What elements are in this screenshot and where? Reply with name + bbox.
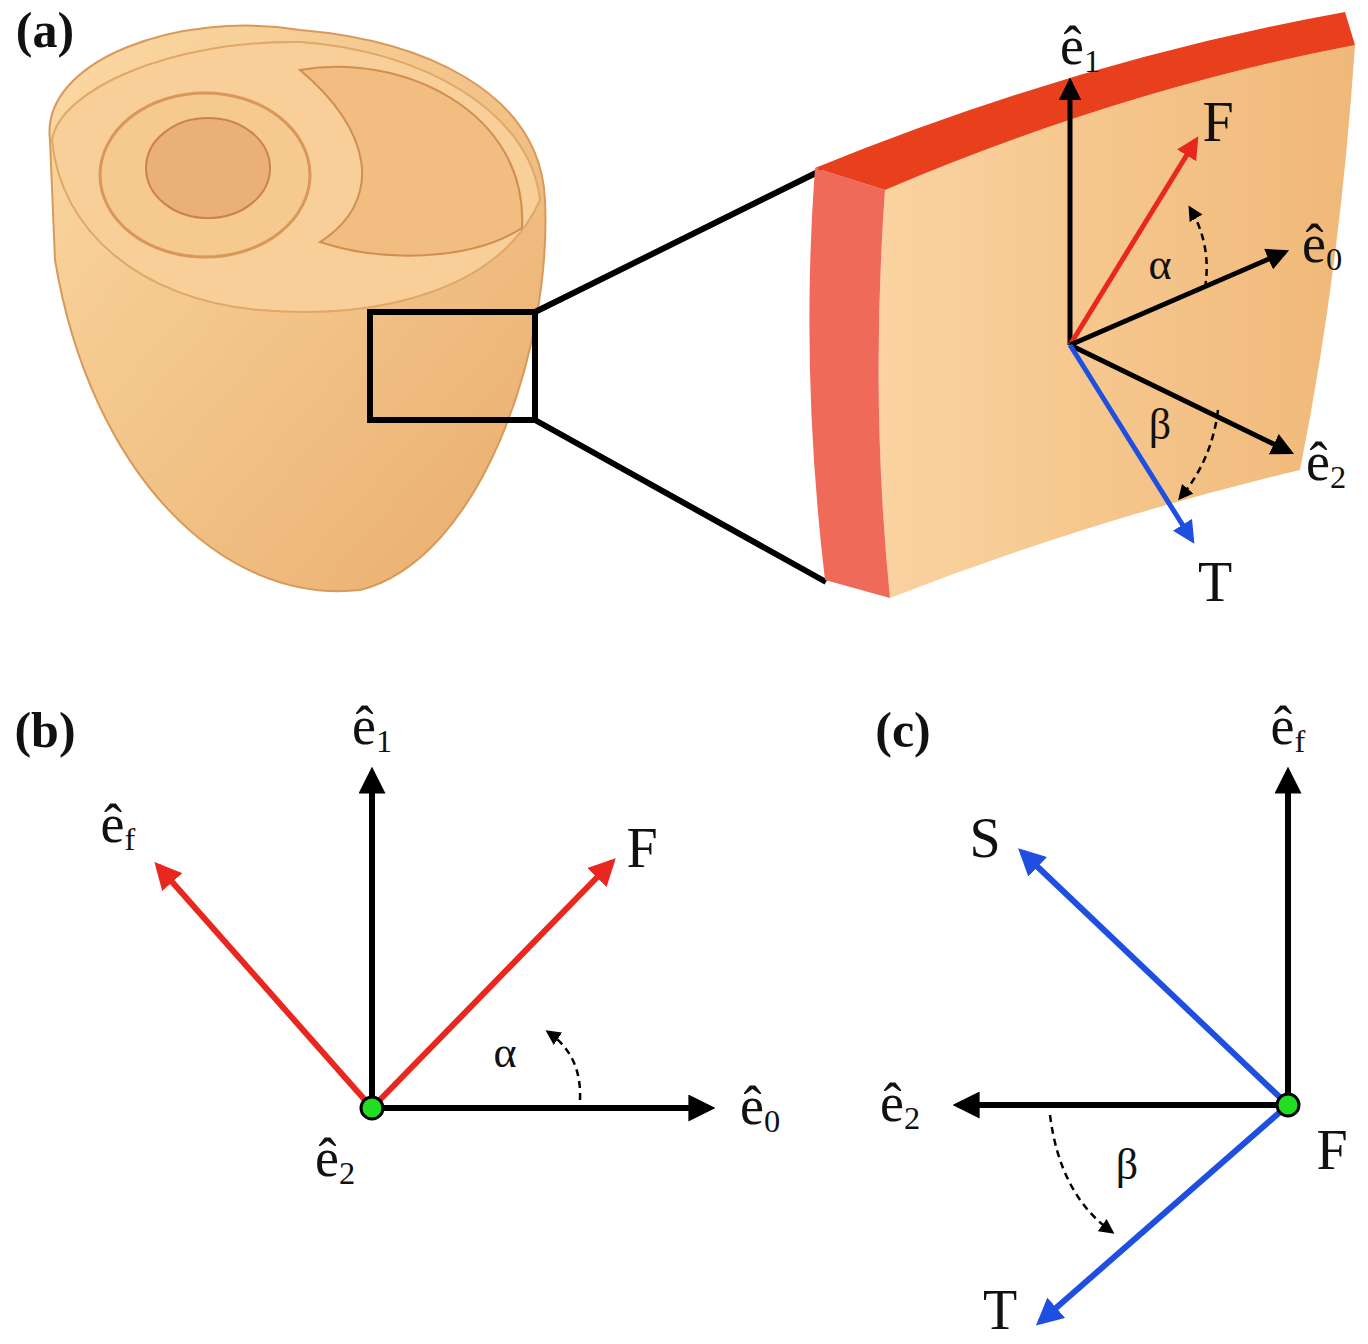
- vector-label: F: [626, 820, 657, 876]
- vector-label: F: [1202, 94, 1233, 150]
- panel-label: (c): [875, 705, 931, 755]
- vector-label: α: [1148, 243, 1171, 287]
- vector-arrows-a: [1070, 82, 1290, 540]
- vector-label: β: [1149, 403, 1171, 447]
- vector-label: ê1: [1060, 19, 1100, 78]
- vector-label: β: [1116, 1143, 1138, 1187]
- vector-label: êf: [101, 797, 136, 856]
- heart-illustration: [49, 26, 826, 592]
- tissue-block: [809, 12, 1355, 598]
- vector-label: ê2: [880, 1076, 920, 1135]
- vector-label: S: [969, 810, 1000, 866]
- vector-label: T: [1198, 554, 1232, 610]
- vector-arrows-b: [158, 772, 710, 1119]
- vector-label: ê2: [1306, 435, 1346, 494]
- vector-label: T: [983, 1282, 1017, 1338]
- vector-label: êf: [1271, 699, 1306, 758]
- vector-label: ê0: [1302, 217, 1342, 276]
- vector-arrows-c: [958, 772, 1299, 1322]
- panel-label: (a): [16, 5, 74, 55]
- vector-label: α: [493, 1031, 516, 1075]
- vector-label: ê1: [352, 699, 392, 758]
- vector-label: ê0: [740, 1079, 780, 1138]
- vector-label: ê2: [315, 1131, 355, 1190]
- vector-label: F: [1316, 1122, 1347, 1178]
- panel-label: (b): [14, 705, 75, 755]
